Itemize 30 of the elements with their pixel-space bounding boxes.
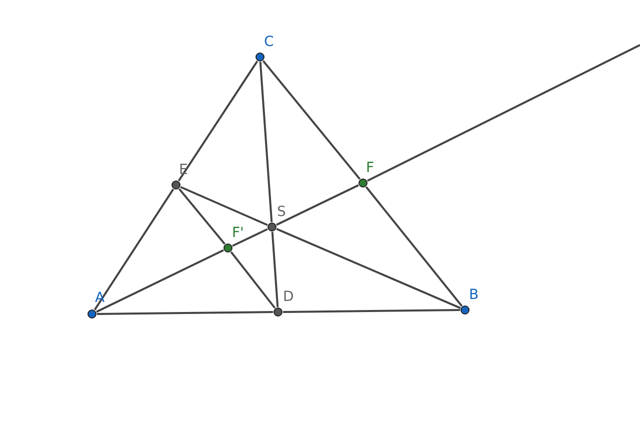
point-dot (256, 52, 264, 62)
line-segment (180, 186, 268, 226)
point-dot (274, 308, 282, 316)
line-segment (271, 232, 279, 308)
line-segment (276, 184, 359, 226)
point-label: S (277, 205, 286, 219)
point-dot (224, 244, 232, 252)
line-segment (178, 188, 226, 245)
line-segment (96, 249, 224, 313)
point-dot (172, 180, 180, 190)
point-dot (88, 310, 96, 318)
point-label: F (366, 161, 374, 175)
line-segment (365, 186, 463, 307)
point-label: C (264, 35, 274, 49)
line-segment (94, 188, 174, 310)
line-segment (282, 309, 460, 313)
point-label: F' (232, 226, 244, 240)
point-dot (268, 222, 276, 232)
line-segment (367, 44, 640, 182)
point-dot (460, 306, 470, 314)
point-label: B (469, 288, 479, 302)
line-segment (178, 60, 258, 182)
line-segment (259, 62, 273, 222)
line-segment (96, 311, 274, 315)
line-segment (232, 228, 268, 247)
point-dot (358, 178, 368, 188)
line-segment (230, 251, 276, 309)
line-segment (276, 228, 461, 309)
line-segment (262, 60, 361, 180)
point-label: D (283, 290, 294, 304)
